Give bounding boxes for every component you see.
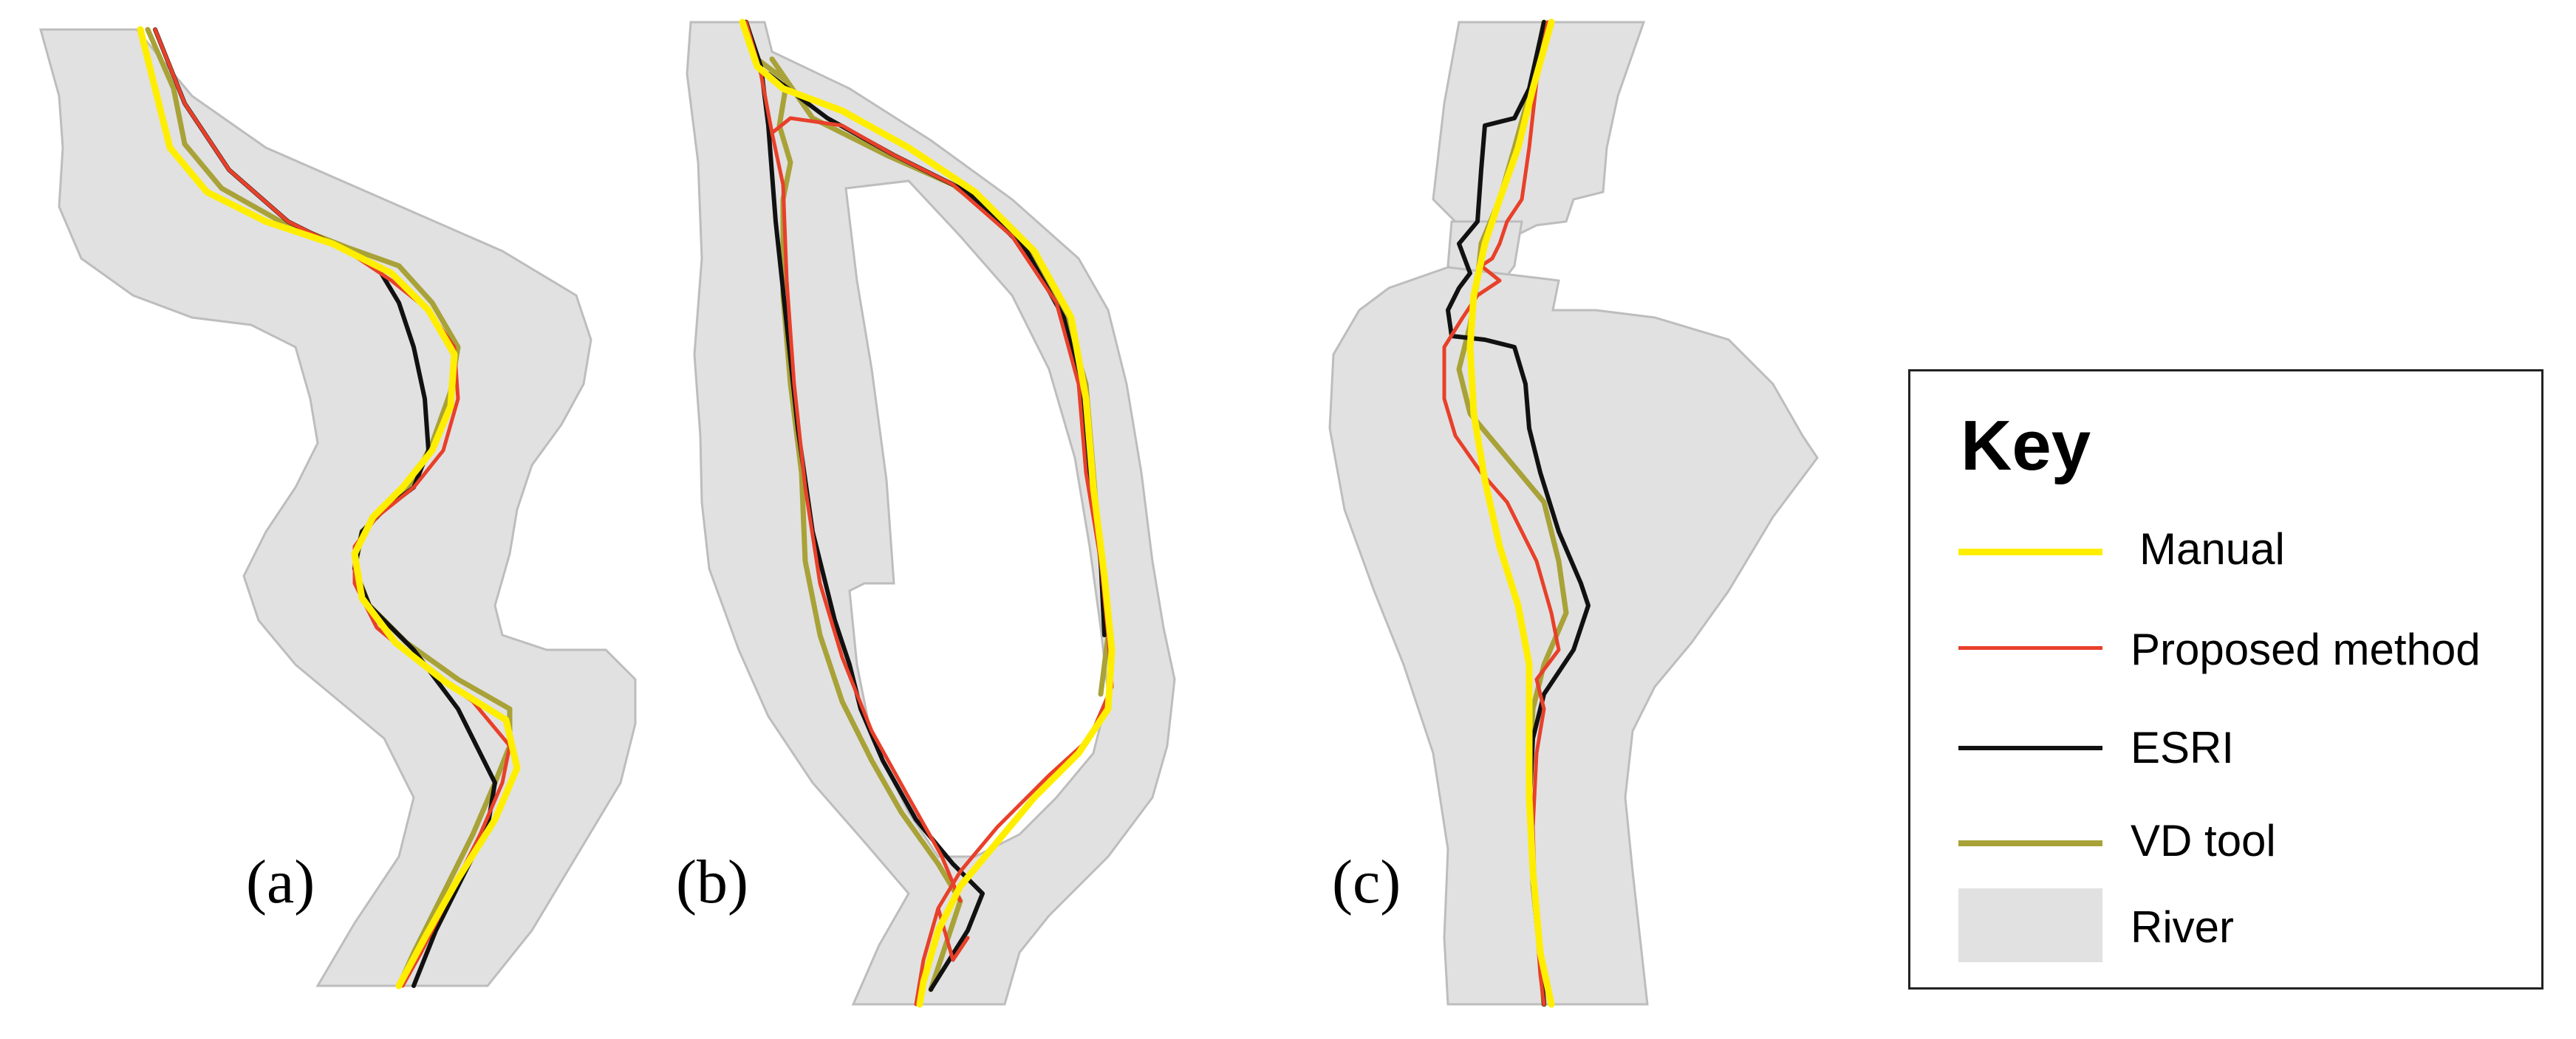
legend-label-proposed: Proposed method [2131, 625, 2481, 674]
river-a [39, 28, 637, 987]
proposed-line-c [1442, 20, 1561, 1007]
legend-swatch-proposed [1958, 646, 2102, 650]
river-c-upper [1432, 21, 1646, 238]
panel-c: (c) [1328, 18, 1819, 1008]
legend-label-manual: Manual [2139, 524, 2285, 574]
legend-swatch-esri [1958, 746, 2102, 750]
legend-entry-river: River [1910, 888, 2541, 970]
legend-swatch-vd-tool [1958, 840, 2102, 846]
river-c-lower [1328, 266, 1819, 1006]
manual-line-c [1466, 18, 1555, 1008]
legend-box: Key Manual Proposed method ESRI VD tool … [1908, 369, 2543, 990]
legend-title: Key [1961, 406, 2091, 485]
legend-entry-manual: Manual [1910, 510, 2541, 591]
legend-entry-esri: ESRI [1910, 707, 2541, 789]
panel-label-a: (a) [246, 848, 315, 916]
panel-label-b: (b) [676, 848, 748, 916]
legend-label-river: River [2131, 902, 2235, 952]
panel-label-c: (c) [1332, 848, 1401, 916]
legend-entry-proposed: Proposed method [1910, 608, 2541, 689]
legend-label-esri: ESRI [2131, 723, 2235, 772]
legend-entry-vd-tool: VD tool [1910, 802, 2541, 883]
esri-line-c [1446, 20, 1591, 1007]
panel-b: (b) [676, 18, 1176, 1008]
manual-line-b [739, 18, 1116, 1008]
legend-swatch-manual [1958, 549, 2102, 555]
panel-a: (a) [39, 26, 637, 990]
legend-label-vd-tool: VD tool [2131, 816, 2276, 865]
manual-line-a [137, 26, 521, 990]
legend-swatch-river [1958, 888, 2102, 962]
